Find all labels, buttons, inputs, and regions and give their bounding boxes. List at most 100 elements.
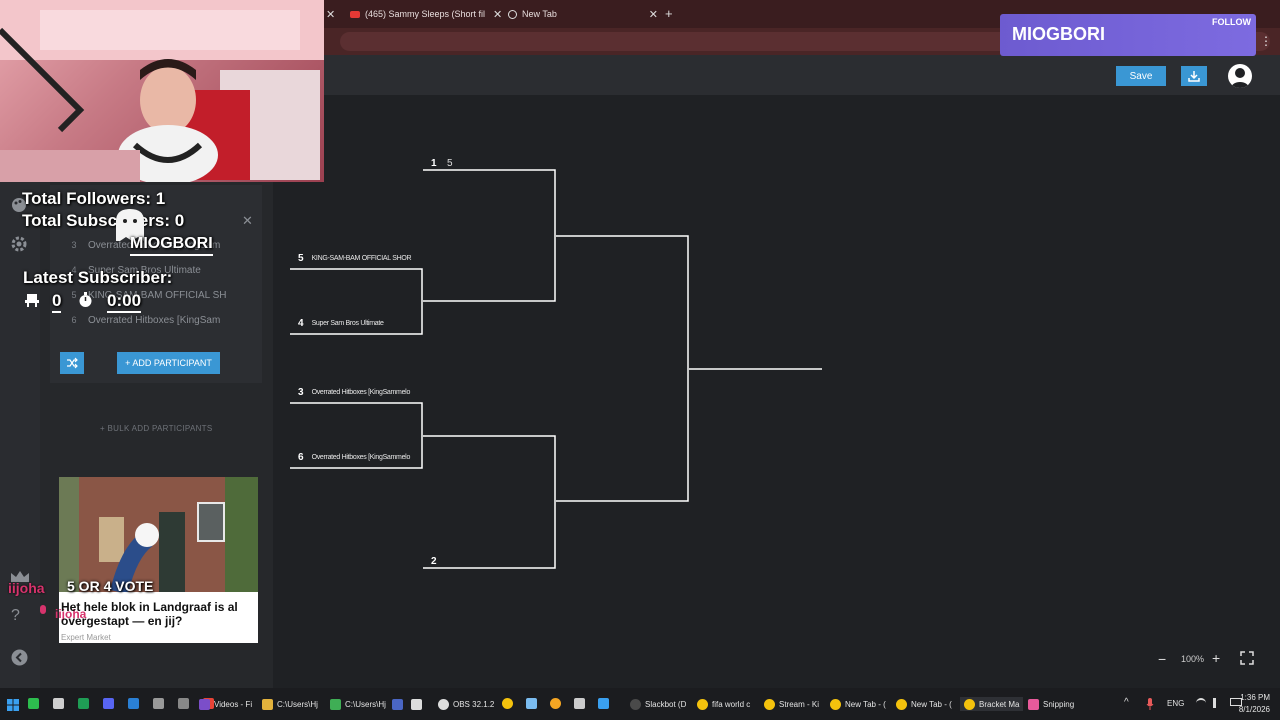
seed-number: 6 xyxy=(298,452,304,463)
chevron-up-icon[interactable]: ^ xyxy=(1124,697,1129,708)
taskbar-item-active[interactable]: Bracket Ma xyxy=(960,697,1024,711)
overlay-channel-name: MIOGBORI xyxy=(130,235,213,256)
seat-icon xyxy=(24,293,40,312)
clock-date[interactable]: 8/1/2026 xyxy=(1238,705,1270,714)
gear-icon[interactable] xyxy=(10,235,28,258)
bracket-slot[interactable]: 3 Overrated Hitboxes [KingSammelo xyxy=(298,387,410,398)
stopwatch-icon xyxy=(78,292,93,313)
participant-row[interactable]: 5 KING-SAM-BAM OFFICIAL SH xyxy=(71,289,227,301)
save-button[interactable]: Save xyxy=(1116,66,1166,86)
tab-youtube[interactable]: (465) Sammy Sleeps (Short fil ✕ xyxy=(350,4,502,24)
latest-subscriber: Latest Subscriber: xyxy=(23,268,173,287)
tab-close-icon[interactable]: ✕ xyxy=(648,8,658,21)
score: 5 xyxy=(447,158,453,169)
chat-username: iijoha xyxy=(8,580,45,596)
taskbar-item[interactable] xyxy=(392,697,426,711)
battery-icon[interactable] xyxy=(1230,698,1242,706)
seed-number: 4 xyxy=(298,318,304,329)
vscode-icon[interactable] xyxy=(128,698,139,709)
new-tab-button[interactable]: + xyxy=(665,6,673,21)
download-icon xyxy=(1188,71,1200,82)
shuffle-button[interactable] xyxy=(60,352,84,374)
app-icon[interactable] xyxy=(502,698,513,709)
close-icon[interactable]: ✕ xyxy=(242,213,253,228)
bracket-connector xyxy=(556,235,689,502)
bulk-add-link[interactable]: + BULK ADD PARTICIPANTS xyxy=(100,424,213,433)
taskbar-item[interactable]: New Tab - ( xyxy=(896,697,952,711)
pinned-apps xyxy=(28,698,218,709)
app-icon[interactable] xyxy=(574,698,585,709)
taskbar-item[interactable]: C:\Users\Hj xyxy=(330,697,386,711)
discord-icon[interactable] xyxy=(103,698,114,709)
language-indicator[interactable]: ENG xyxy=(1167,699,1185,708)
help-icon[interactable]: ? xyxy=(11,607,20,624)
taskbar-item[interactable]: C:\Users\Hj xyxy=(262,697,318,711)
participant-name: Super Sam Bros Ultimate xyxy=(311,320,384,327)
collapse-icon[interactable] xyxy=(11,649,28,671)
wifi-icon[interactable] xyxy=(1196,698,1206,708)
follow-label: FOLLOW xyxy=(1212,17,1251,27)
seed-number: 5 xyxy=(298,253,304,264)
bracket-slot[interactable]: 6 Overrated Hitboxes [KingSammelo xyxy=(298,452,410,463)
pinned-apps xyxy=(502,698,613,709)
bracket-connector xyxy=(290,402,423,469)
crown-icon[interactable] xyxy=(9,570,31,589)
app-icon[interactable] xyxy=(598,698,609,709)
taskbar-item-obs[interactable]: OBS 32.1.2 xyxy=(438,697,494,711)
avatar[interactable] xyxy=(1228,64,1252,88)
add-participant-button[interactable]: + ADD PARTICIPANT xyxy=(117,352,220,374)
ad-headline: Het hele blok in Landgraaf is al overges… xyxy=(61,600,238,628)
user-icon xyxy=(1231,68,1249,88)
whatsapp-icon[interactable] xyxy=(28,698,39,709)
timer-value: 0:00 xyxy=(107,291,142,313)
app-icon[interactable] xyxy=(526,698,537,709)
taskbar-item[interactable]: fifa world c xyxy=(697,697,750,711)
bracket-slot[interactable]: 1 5 xyxy=(431,153,453,171)
bracket-connector xyxy=(290,268,423,335)
app-icon[interactable] xyxy=(153,698,164,709)
excel-icon[interactable] xyxy=(78,698,89,709)
mic-icon[interactable] xyxy=(1146,697,1154,715)
taskbar-item[interactable]: Slackbot (D xyxy=(630,697,686,711)
mic-icon xyxy=(38,605,48,624)
zoom-level: 100% xyxy=(1181,654,1205,664)
tab-close-icon[interactable]: ✕ xyxy=(493,8,503,21)
system-tray xyxy=(1196,698,1242,708)
speaker-icon[interactable] xyxy=(1213,698,1223,708)
download-button[interactable] xyxy=(1181,66,1207,86)
browser-menu-icon[interactable]: ⋮ xyxy=(1260,34,1272,48)
taskbar-item[interactable]: Videos - Fi xyxy=(199,697,252,711)
total-subscribers: Total Subscribers: 0 xyxy=(22,211,185,230)
seed-number: 1 xyxy=(431,158,437,169)
tab-close-icon[interactable]: ✕ xyxy=(326,9,336,21)
bracket-slot[interactable]: 2 xyxy=(431,551,437,569)
fullscreen-icon[interactable] xyxy=(1240,651,1254,670)
participant-row[interactable]: 3 Overrated Hitboxes [KingSam xyxy=(71,239,221,251)
taskbar-item[interactable]: Stream - Ki xyxy=(764,697,819,711)
bracket-canvas xyxy=(273,95,1280,688)
clock-time[interactable]: 1:36 PM xyxy=(1240,693,1270,702)
follow-alert xyxy=(1000,14,1256,56)
bracket-connector xyxy=(423,435,556,569)
follow-name: MIOGBORI xyxy=(1012,24,1105,44)
taskbar-item[interactable]: New Tab - ( xyxy=(830,697,886,711)
app-icon[interactable] xyxy=(550,698,561,709)
bracket-slot[interactable]: 4 Super Sam Bros Ultimate xyxy=(298,318,384,329)
youtube-icon xyxy=(350,10,360,18)
bracket-slot[interactable]: 5 KING-SAM-BAM OFFICIAL SHOR xyxy=(298,253,412,264)
zoom-in-button[interactable]: + xyxy=(1212,650,1221,666)
participant-row[interactable]: 6 Overrated Hitboxes [KingSam xyxy=(71,314,221,326)
app-icon[interactable] xyxy=(53,698,64,709)
app-icon[interactable] xyxy=(178,698,189,709)
participant-name: Overrated Hitboxes [KingSammelo xyxy=(311,389,411,396)
tab-new-tab[interactable]: New Tab ✕ xyxy=(508,4,658,24)
bracket-connector xyxy=(423,169,556,302)
participant-row[interactable]: 4 Super Sam Bros Ultimate xyxy=(71,264,201,276)
taskbar-item[interactable]: Snipping xyxy=(1028,697,1074,711)
palette-icon[interactable] xyxy=(10,196,28,219)
shuffle-icon xyxy=(67,357,78,369)
zoom-out-button[interactable]: − xyxy=(1158,651,1167,667)
participant-name: KING-SAM-BAM OFFICIAL SHOR xyxy=(311,255,412,262)
windows-start-icon[interactable] xyxy=(7,698,19,716)
